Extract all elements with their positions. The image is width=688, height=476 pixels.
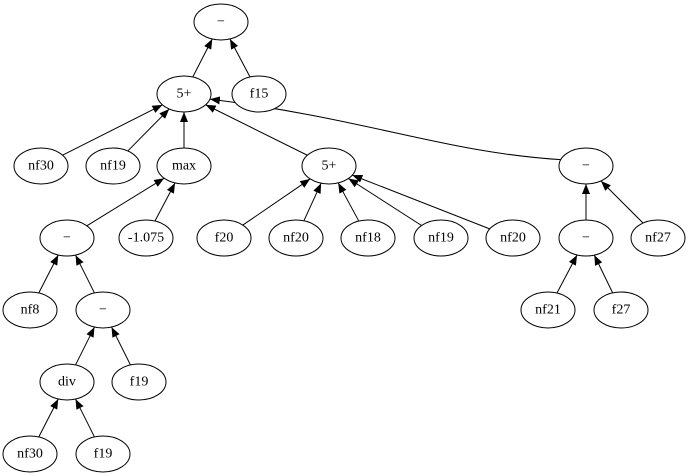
tree-node-n3: f15 <box>231 75 287 113</box>
edge-n19-to-n9 <box>75 254 95 294</box>
node-label: f15 <box>250 87 269 102</box>
tree-node-n1: − <box>193 3 249 41</box>
tree-node-n21: f27 <box>593 291 649 329</box>
node-ellipse <box>75 435 131 473</box>
node-ellipse <box>39 363 95 401</box>
edge-n23-to-n19 <box>111 326 131 366</box>
node-ellipse <box>13 147 69 185</box>
node-ellipse <box>196 219 252 257</box>
edge-n25-to-n22 <box>75 398 95 438</box>
edge-n3-to-n1 <box>229 38 251 78</box>
edge-n7-to-n2 <box>205 104 308 156</box>
node-label: nf20 <box>500 231 526 246</box>
node-label: − <box>582 231 590 246</box>
node-label: f19 <box>130 375 149 390</box>
edge-n17-to-n8 <box>600 180 644 224</box>
node-ellipse <box>156 147 212 185</box>
tree-node-n14: nf19 <box>413 219 469 257</box>
node-ellipse <box>485 219 541 257</box>
node-label: nf20 <box>283 231 309 246</box>
edge-n9-to-n6 <box>86 177 165 227</box>
node-ellipse <box>340 219 396 257</box>
node-label: 5+ <box>322 159 337 174</box>
node-ellipse <box>558 219 614 257</box>
edge-n22-to-n19 <box>75 326 95 366</box>
edge-n18-to-n9 <box>38 254 59 294</box>
node-label: − <box>217 15 225 30</box>
node-label: f19 <box>94 447 113 462</box>
tree-node-n13: nf18 <box>340 219 396 257</box>
node-ellipse <box>268 219 324 257</box>
node-ellipse <box>118 219 174 257</box>
tree-node-n12: nf20 <box>268 219 324 257</box>
node-label: − <box>63 231 71 246</box>
node-ellipse <box>2 435 58 473</box>
node-label: nf30 <box>17 447 43 462</box>
node-label: − <box>99 303 107 318</box>
edge-n13-to-n7 <box>337 182 360 222</box>
tree-node-n9: − <box>39 219 95 257</box>
tree-node-n11: f20 <box>196 219 252 257</box>
node-ellipse <box>231 75 287 113</box>
node-label: div <box>58 375 76 390</box>
node-label: nf27 <box>645 231 671 246</box>
tree-node-n16: − <box>558 219 614 257</box>
tree-node-n7: 5+ <box>301 147 357 185</box>
tree-node-n5: nf19 <box>85 147 141 185</box>
tree-node-n25: f19 <box>75 435 131 473</box>
node-ellipse <box>413 219 469 257</box>
node-label: f27 <box>612 303 631 318</box>
tree-node-n17: nf27 <box>630 219 686 257</box>
node-label: nf18 <box>355 231 381 246</box>
node-ellipse <box>558 147 614 185</box>
edge-n14-to-n7 <box>348 178 422 226</box>
edges-layer <box>38 38 644 438</box>
edge-n2-to-n1 <box>192 38 213 78</box>
node-ellipse <box>520 291 576 329</box>
node-label: max <box>172 159 196 174</box>
tree-node-n18: nf8 <box>2 291 58 329</box>
edge-n10-to-n6 <box>154 182 176 222</box>
node-ellipse <box>75 291 131 329</box>
edge-n15-to-n7 <box>352 174 490 230</box>
node-label: nf8 <box>21 303 40 318</box>
node-label: nf19 <box>100 159 126 174</box>
node-label: nf21 <box>535 303 561 318</box>
node-ellipse <box>630 219 686 257</box>
node-ellipse <box>593 291 649 329</box>
tree-node-n4: nf30 <box>13 147 69 185</box>
node-label: nf30 <box>28 159 54 174</box>
node-label: 5+ <box>177 87 192 102</box>
nodes-layer: − 5+ f15 nf30 nf19 max 5+ − − -1.075 f20 nf20 nf18 nf… <box>2 3 686 473</box>
tree-node-n22: div <box>39 363 95 401</box>
tree-node-n23: f19 <box>111 363 167 401</box>
tree-node-n8: − <box>558 147 614 185</box>
node-ellipse <box>156 75 212 113</box>
node-ellipse <box>193 3 249 41</box>
node-ellipse <box>111 363 167 401</box>
edge-n5-to-n2 <box>127 108 170 152</box>
node-label: − <box>582 159 590 174</box>
tree-node-n6: max <box>156 147 212 185</box>
edge-n4-to-n2 <box>62 104 163 156</box>
tree-node-n2: 5+ <box>156 75 212 113</box>
tree-node-n10: -1.075 <box>118 219 174 257</box>
edge-n21-to-n16 <box>593 254 614 294</box>
node-label: f20 <box>215 231 234 246</box>
tree-node-n24: nf30 <box>2 435 58 473</box>
node-ellipse <box>85 147 141 185</box>
node-label: -1.075 <box>128 231 164 246</box>
tree-node-n20: nf21 <box>520 291 576 329</box>
edge-n11-to-n7 <box>242 178 311 226</box>
node-ellipse <box>39 219 95 257</box>
node-ellipse <box>2 291 58 329</box>
edge-n12-to-n7 <box>303 183 322 221</box>
tree-node-n15: nf20 <box>485 219 541 257</box>
tree-node-n19: − <box>75 291 131 329</box>
node-ellipse <box>301 147 357 185</box>
edge-n20-to-n16 <box>556 254 578 294</box>
edge-n24-to-n22 <box>38 398 59 438</box>
node-label: nf19 <box>428 231 454 246</box>
